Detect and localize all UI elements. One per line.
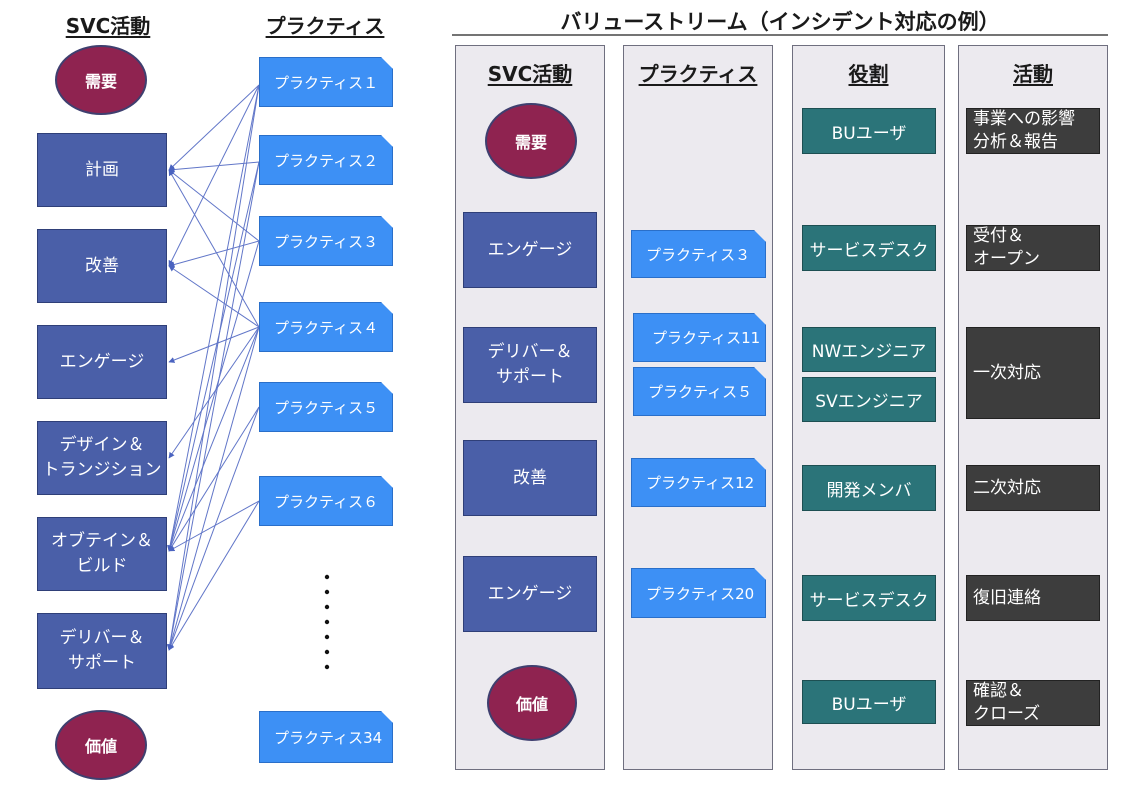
svc-header: SVC活動 (65, 14, 151, 38)
practice-6: プラクティス６ (259, 476, 393, 526)
vs-practice-20: プラクティス20 (631, 568, 766, 618)
task-recovery-notice: 復旧連絡 (966, 575, 1100, 621)
task-receive-open: 受付＆ オープン (966, 225, 1100, 271)
value-stream-title: バリューストリーム（インシデント対応の例） (560, 10, 1000, 34)
link-line (168, 240, 260, 268)
col-header-svc: SVC活動 (487, 62, 573, 86)
practice-1: プラクティス１ (259, 57, 393, 107)
role-bu-user-1: BUユーザ (802, 108, 936, 154)
link-line (168, 265, 260, 328)
link-line (166, 84, 260, 651)
vs-engage-1: エンゲージ (463, 212, 597, 288)
vs-practice-11: プラクティス11 (633, 313, 766, 362)
vs-engage-2: エンゲージ (463, 556, 597, 632)
vs-demand-circle: 需要 (485, 103, 577, 179)
link-line (167, 240, 260, 552)
vs-practice-12: プラクティス12 (631, 458, 766, 507)
link-line (168, 326, 260, 363)
link-line (168, 169, 260, 242)
practice-3: プラクティス３ (259, 216, 393, 266)
role-service-desk-2: サービスデスク (802, 575, 936, 621)
activity-improve: 改善 (37, 229, 167, 303)
activity-design-transition: デザイン＆ トランジション (37, 421, 167, 495)
task-second-response: 二次対応 (966, 465, 1100, 511)
demand-circle: 需要 (55, 45, 147, 115)
practice-34: プラクティス34 (259, 711, 393, 763)
vs-practice-5: プラクティス５ (633, 367, 766, 416)
activity-engage: エンゲージ (37, 325, 167, 399)
link-line (168, 84, 260, 171)
col-header-activity: 活動 (1013, 62, 1053, 86)
practice-5: プラクティス５ (259, 382, 393, 432)
link-line (168, 326, 260, 459)
vs-improve: 改善 (463, 440, 597, 516)
practice-header: プラクティス (265, 14, 385, 38)
link-line (168, 406, 260, 651)
role-sv-engineer: SVエンジニア (802, 377, 936, 422)
role-dev-member: 開発メンバ (802, 465, 936, 511)
col-header-role: 役割 (848, 62, 889, 86)
link-line (168, 500, 260, 552)
link-line (167, 161, 260, 552)
activity-obtain-build: オブテイン＆ ビルド (37, 517, 167, 591)
vs-deliver-support: デリバー＆ サポート (463, 327, 597, 403)
practice-4: プラクティス４ (259, 302, 393, 352)
activity-deliver-support: デリバー＆ サポート (37, 613, 167, 689)
practice-2: プラクティス２ (259, 135, 393, 185)
link-line (168, 84, 260, 267)
link-line (167, 161, 260, 651)
link-line (168, 406, 260, 552)
col-header-practice: プラクティス (638, 62, 758, 86)
link-line (167, 326, 260, 651)
vs-practice-3: プラクティス３ (631, 230, 766, 278)
vs-value-circle: 価値 (487, 665, 577, 741)
link-line (168, 169, 260, 328)
role-bu-user-2: BUユーザ (802, 680, 936, 724)
ellipsis-dots (324, 574, 330, 670)
link-line (167, 84, 260, 552)
task-first-response: 一次対応 (966, 327, 1100, 419)
link-line (168, 161, 260, 173)
link-line (168, 326, 260, 552)
task-confirm-close: 確認＆ クローズ (966, 680, 1100, 726)
value-circle: 価値 (55, 710, 147, 780)
task-impact-analysis: 事業への影響 分析＆報告 (966, 108, 1100, 154)
role-nw-engineer: NWエンジニア (802, 327, 936, 372)
role-service-desk-1: サービスデスク (802, 225, 936, 271)
link-line (168, 500, 260, 651)
activity-plan: 計画 (37, 133, 167, 207)
